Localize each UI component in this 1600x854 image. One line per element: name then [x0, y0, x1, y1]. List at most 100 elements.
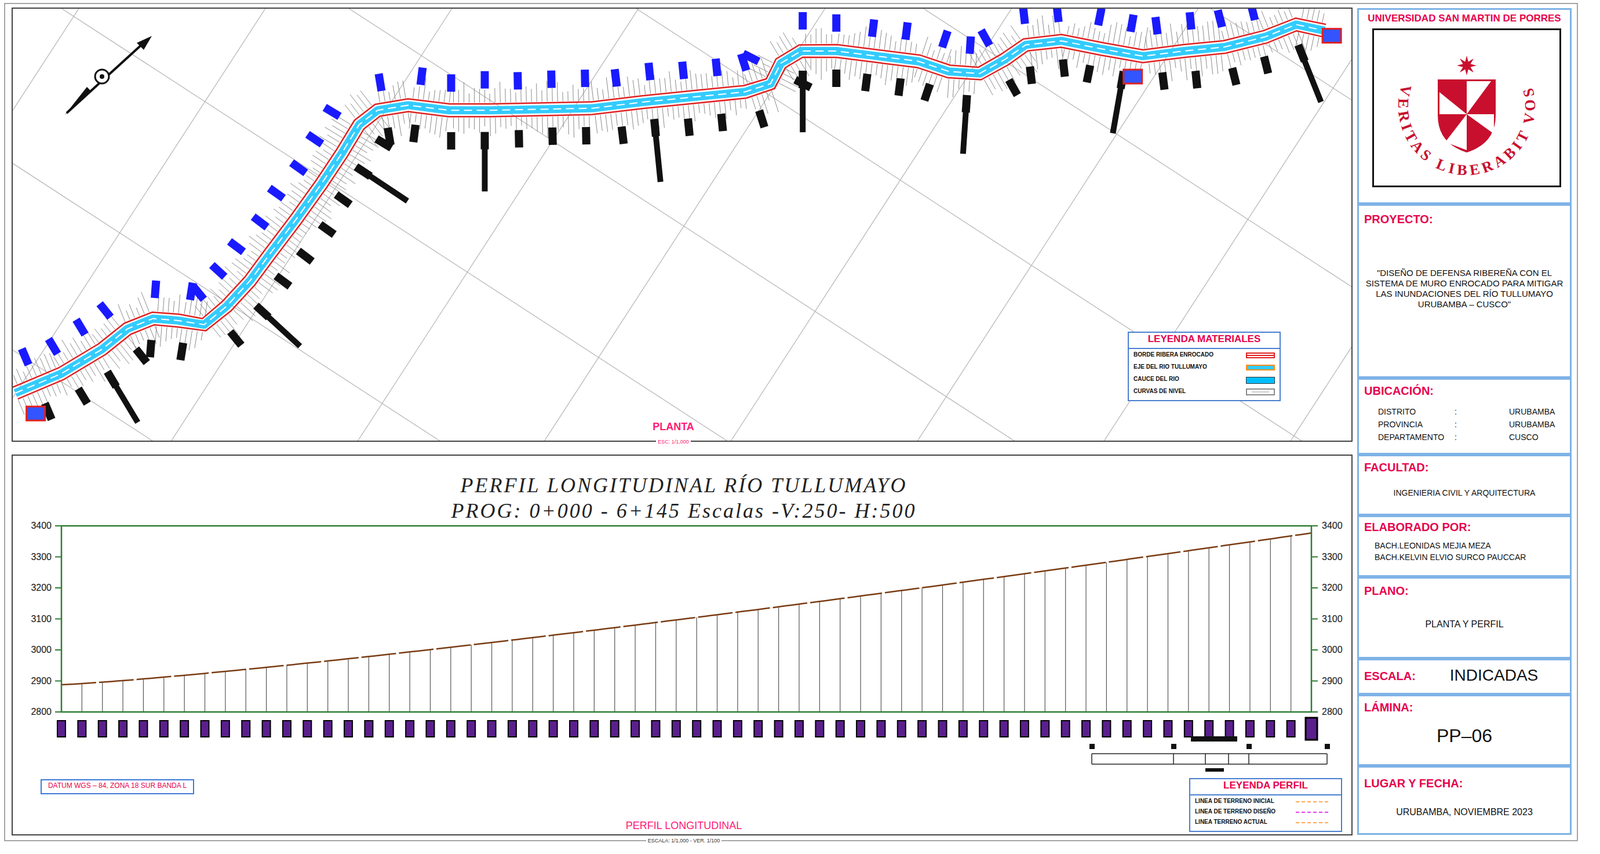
contour-hatch: [753, 64, 768, 72]
axis-tick: [1311, 587, 1318, 589]
contour-hatch: [1020, 57, 1027, 68]
station-line: [921, 587, 923, 712]
station-line: [388, 653, 390, 712]
station-block: [836, 720, 845, 737]
contour-hatch: [740, 99, 741, 108]
contour-hatch: [567, 115, 570, 134]
axis-tick: [55, 618, 62, 620]
contour-hatch: [623, 86, 625, 97]
station-line: [224, 671, 226, 712]
contour-hatch: [1246, 22, 1250, 34]
contour-hatch: [173, 300, 175, 313]
station-line: [347, 658, 349, 712]
panel-heading: LÁMINA:: [1364, 700, 1562, 714]
contour-hatch: [428, 91, 430, 101]
contour-hatch: [1176, 31, 1179, 45]
contour-hatch: [578, 115, 579, 129]
station-line: [122, 680, 123, 712]
contour-hatch: [1174, 59, 1176, 68]
station-line: [1085, 565, 1086, 712]
section-marker: [227, 238, 246, 255]
contour-hatch: [129, 304, 135, 318]
contour-hatch: [853, 33, 856, 46]
contour-hatch: [985, 49, 991, 60]
contour-hatch: [810, 58, 812, 71]
station-block: [795, 720, 804, 737]
contour-hatch: [1164, 60, 1166, 73]
contour-hatch: [1048, 24, 1050, 35]
logo-pinwheel: [1445, 114, 1467, 151]
contour-hatch: [870, 63, 873, 75]
contour-hatch: [1098, 31, 1100, 41]
contour-hatch: [453, 117, 454, 129]
contour-hatch: [761, 57, 768, 78]
station-line: [1249, 541, 1250, 712]
contour-hatch: [397, 81, 401, 99]
north-arrow: [95, 69, 109, 84]
profile-subtitle-holder: PROG: 0+000 - 6+145 Escalas -V:250- H:50…: [220, 498, 1148, 524]
contour-hatch: [805, 58, 807, 72]
contour-hatch: [445, 117, 448, 131]
section-marker: [333, 191, 353, 209]
contour-hatch: [952, 79, 954, 98]
contour-hatch: [834, 58, 837, 72]
station-block: [405, 720, 414, 737]
contour-hatch: [194, 330, 198, 348]
section-marker: [72, 317, 89, 337]
contour-hatch: [289, 201, 297, 207]
contour-hatch: [541, 116, 543, 134]
contour-hatch: [1192, 29, 1194, 43]
contour-hatch: [219, 289, 227, 297]
station-line: [737, 611, 738, 712]
contour-hatch: [600, 114, 603, 131]
grid-line: [12, 8, 844, 441]
contour-hatch: [612, 85, 615, 98]
contour-hatch: [591, 81, 594, 101]
panel-text: :: [1454, 406, 1464, 417]
station-line: [552, 635, 554, 712]
station-line: [368, 655, 370, 712]
contour-hatch: [680, 81, 683, 91]
station-block: [1102, 720, 1111, 737]
contour-hatch: [56, 383, 61, 393]
panel-heading: FACULTAD:: [1364, 460, 1562, 475]
contour-hatch: [1232, 52, 1235, 63]
contour-hatch: [974, 80, 976, 94]
contour-hatch: [669, 71, 672, 92]
panel-text: INDICADAS: [1430, 665, 1558, 685]
section-marker: [1228, 67, 1241, 87]
contour-hatch: [463, 117, 465, 134]
grid-line: [1048, 8, 1352, 441]
contour-hatch: [541, 90, 542, 102]
panel-text: "DISEÑO DE DEFENSA RIBEREÑA CON EL SISTE…: [1361, 267, 1567, 310]
cross-section-line: [482, 144, 488, 192]
contour-hatch: [402, 80, 406, 98]
panel-heading: ELABORADO POR:: [1364, 519, 1562, 534]
grid-line: [12, 8, 450, 441]
logo-motto: VERITAS LIBERABIT VOS: [1394, 83, 1540, 180]
station-block: [713, 720, 722, 737]
contour-hatch: [327, 134, 340, 142]
contour-hatch: [693, 104, 696, 122]
section-marker: [513, 71, 523, 90]
section-marker: [1273, 8, 1288, 10]
legend-sample: [1247, 354, 1274, 356]
contour-hatch: [418, 86, 421, 99]
contour-hatch: [1067, 26, 1070, 35]
contour-hatch: [911, 68, 914, 83]
view-title-holder: PERFIL LONGITUDINAL: [567, 819, 800, 833]
station-line: [1023, 573, 1025, 712]
station-block: [1061, 720, 1070, 737]
axis-label: 2900: [28, 675, 54, 687]
contour-hatch: [1305, 34, 1310, 50]
contour-hatch: [889, 35, 892, 50]
contour-hatch: [92, 334, 99, 343]
contour-hatch: [1032, 24, 1034, 37]
contour-hatch: [993, 74, 1003, 92]
contour-hatch: [547, 116, 549, 138]
contour-hatch: [616, 113, 618, 126]
contour-hatch: [243, 257, 253, 265]
contour-hatch: [1160, 32, 1163, 46]
station-line: [819, 600, 820, 712]
contour-hatch: [500, 117, 501, 128]
